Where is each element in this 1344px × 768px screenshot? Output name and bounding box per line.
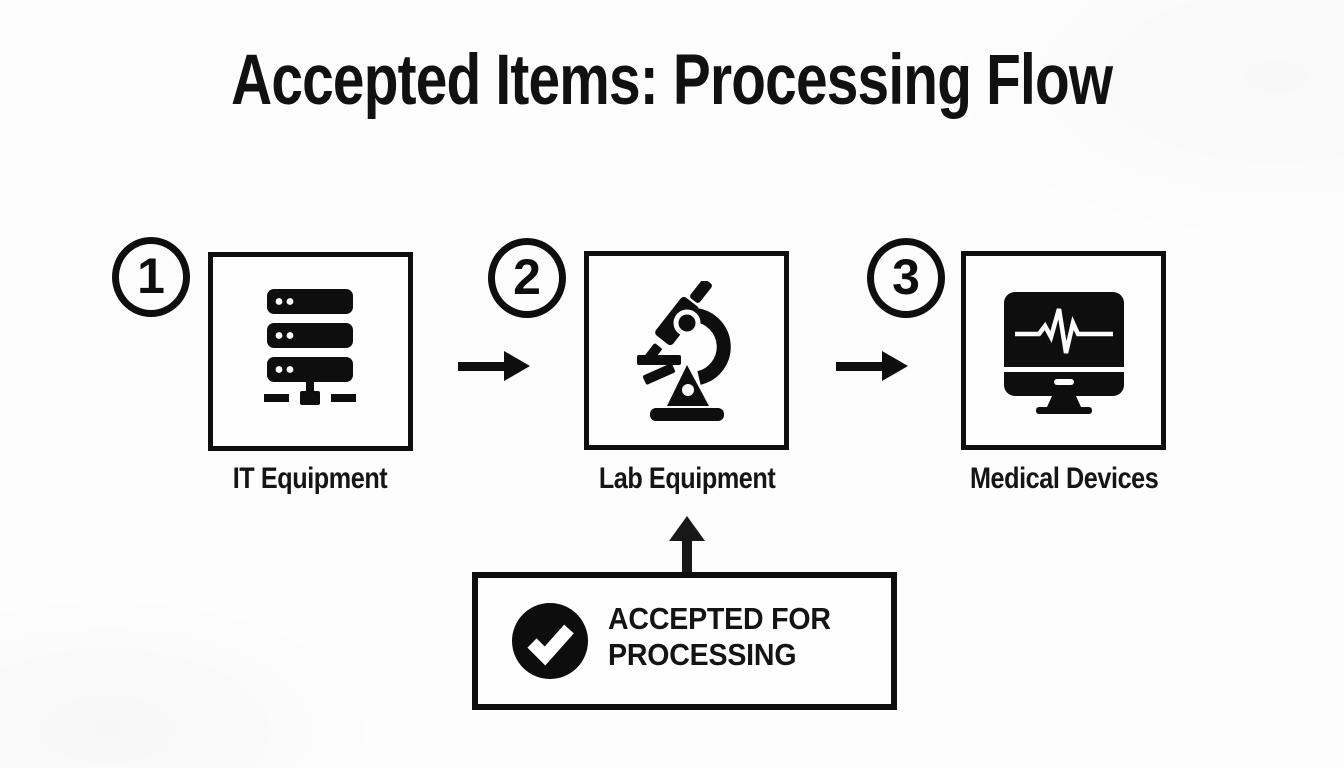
step-2-number-badge: 2 <box>488 238 566 318</box>
microscope-icon <box>637 281 731 421</box>
page-title: Accepted Items: Processing Flow <box>231 41 1113 120</box>
accepted-badge-line1: ACCEPTED FOR <box>608 601 831 636</box>
check-circle-icon <box>512 603 588 679</box>
step-2-label: Lab Equipment <box>598 462 776 495</box>
monitor-ekg-icon <box>1004 292 1124 414</box>
step-1-label: IT Equipment <box>232 462 388 495</box>
title-bar: Accepted Items: Processing Flow <box>0 40 1344 121</box>
step-1-number: 1 <box>137 248 165 304</box>
accepted-badge-line2: PROCESSING <box>608 637 797 672</box>
step-3-number-badge: 3 <box>867 238 945 318</box>
accepted-badge-box: ACCEPTED FOR PROCESSING <box>472 572 897 710</box>
flow-arrow-right-icon <box>458 351 530 381</box>
step-1-box <box>208 252 413 451</box>
step-3-box <box>961 251 1166 450</box>
step-2-number: 2 <box>513 249 541 305</box>
flow-arrow-right-icon <box>836 351 908 381</box>
step-1-number-badge: 1 <box>112 237 190 317</box>
step-3-number: 3 <box>892 249 920 305</box>
step-3-label: Medical Devices <box>969 462 1159 495</box>
server-rack-icon <box>264 289 356 405</box>
accepted-badge-text: ACCEPTED FOR PROCESSING <box>608 601 831 673</box>
flow-arrow-up-icon <box>669 516 705 574</box>
step-2-box <box>584 251 789 450</box>
